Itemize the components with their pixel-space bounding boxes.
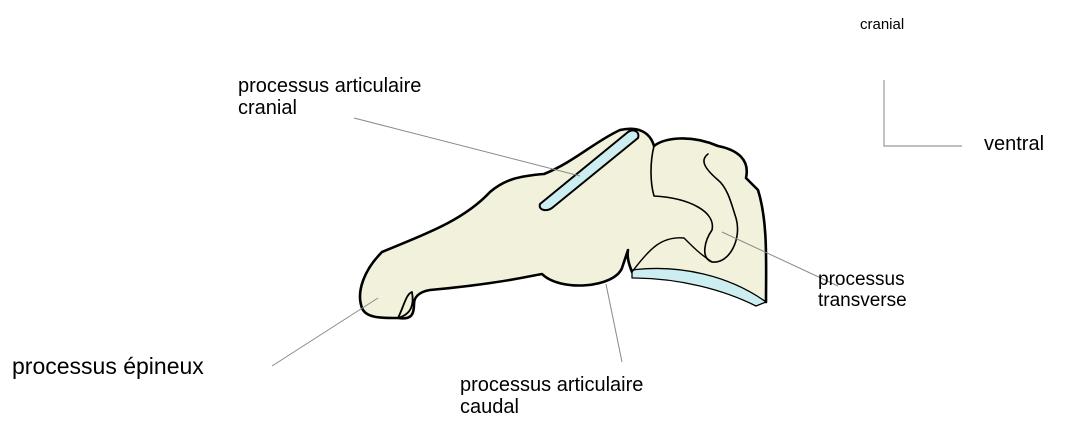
label-line: processus articulaire [460,374,643,396]
label-line: processus épineux [12,354,204,380]
label-processus-epineux: processus épineux [12,354,204,380]
leader-line-articulaire-caudal [606,284,622,362]
label-line: processus [818,269,907,290]
orientation-label-ventral: ventral [984,133,1044,155]
leader-line-epineux [272,298,378,366]
label-line: caudal [460,396,643,418]
orientation-label-cranial: cranial [860,17,904,34]
label-line: processus articulaire [238,75,421,97]
label-line: cranial [238,97,421,119]
label-processus-articulaire-cranial: processus articulaire cranial [238,75,421,120]
label-processus-articulaire-caudal: processus articulaire caudal [460,374,643,419]
orientation-indicator [884,80,962,146]
orientation-ventral-text: ventral [984,133,1044,155]
orientation-cranial-text: cranial [860,17,904,34]
label-line: transverse [818,290,907,311]
leader-line-articulaire-cranial [354,118,580,176]
orientation-axes [884,80,962,146]
vertebra [360,129,766,319]
label-processus-transverse: processus transverse [818,269,907,312]
